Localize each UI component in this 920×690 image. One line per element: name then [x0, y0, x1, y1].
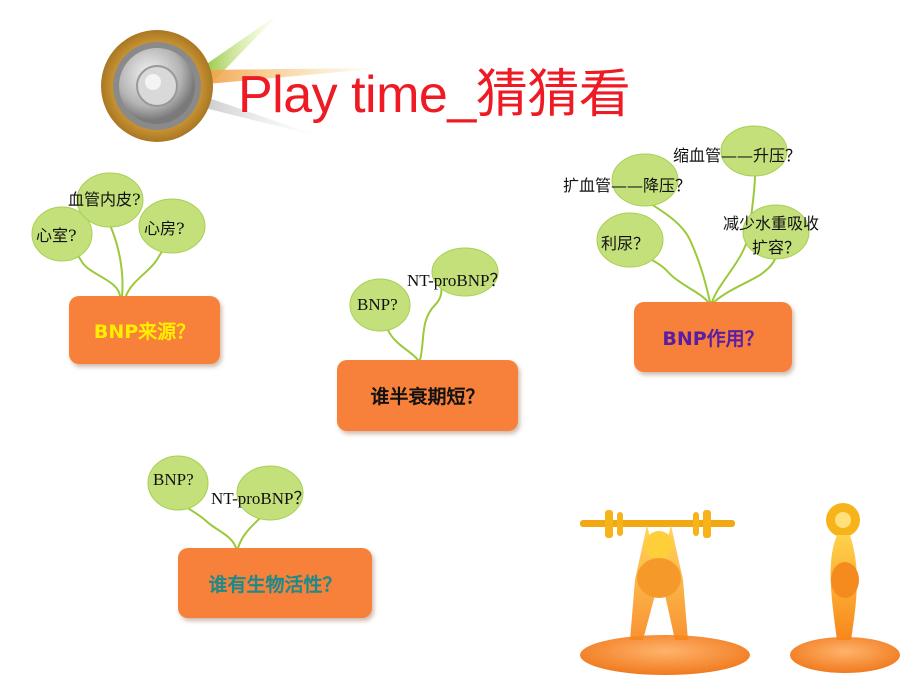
weightlifter-figure [580, 503, 900, 675]
box-short-halflife-label: 谁半衰期短？ [370, 386, 485, 408]
bubble-bnp-active: BNP? [153, 470, 194, 489]
bubble-volume-expansion: 扩容？ [752, 238, 801, 257]
slide-title: Play time_猜猜看 [238, 66, 631, 124]
bubble-ntprobnp-active: NT-proBNP？ [211, 489, 311, 508]
box-short-halflife[interactable]: 谁半衰期短？ [337, 360, 518, 431]
bubble-vasodilation: 扩血管——降压？ [563, 176, 692, 195]
box-biological-activity-label: 谁有生物活性？ [208, 573, 342, 596]
box-bnp-source-label: BNP来源？ [93, 320, 196, 343]
box-bnp-effect[interactable]: BNP作用？ [634, 302, 792, 372]
bubble-endothelium: 血管内皮? [68, 190, 141, 209]
bubble-ntprobnp: NT-proBNP？ [407, 271, 507, 290]
bubble-bnp: BNP? [357, 295, 398, 314]
speaker-icon [101, 13, 385, 142]
bubble-atrium: 心房? [144, 219, 185, 238]
bubble-vasoconstriction: 缩血管——升压？ [673, 146, 802, 165]
bubble-diuresis: 利尿？ [601, 234, 650, 253]
box-bnp-source[interactable]: BNP来源？ [69, 296, 220, 364]
bubble-reduce-reabsorption: 减少水重吸收 [723, 214, 820, 233]
box-bnp-effect-label: BNP作用？ [662, 327, 764, 350]
bubble-ventricle: 心室? [36, 226, 77, 245]
box-biological-activity[interactable]: 谁有生物活性？ [178, 548, 372, 618]
